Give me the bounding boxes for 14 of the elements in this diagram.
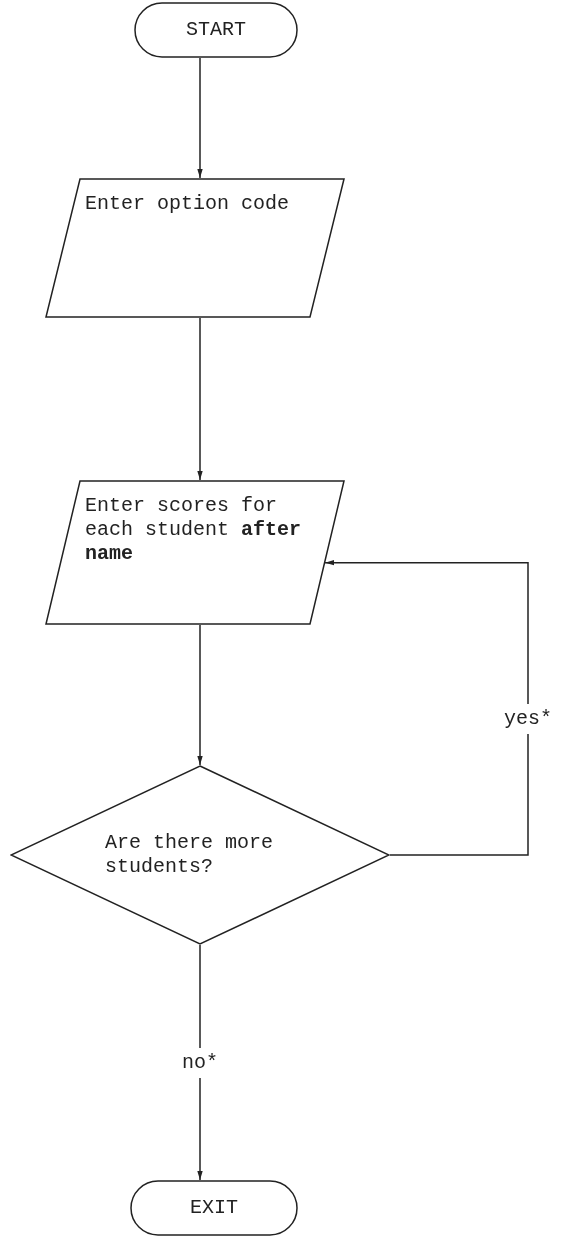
node-text: Enter option code — [85, 192, 290, 216]
arrow — [324, 559, 529, 856]
terminal-box — [134, 2, 298, 58]
arrow — [197, 57, 203, 179]
input-parallelogram — [45, 178, 345, 318]
input-parallelogram — [45, 480, 345, 625]
arrow — [197, 317, 203, 481]
terminal-box — [130, 1180, 298, 1236]
node-text: Enter scores for each student after name — [85, 494, 303, 566]
node-text: EXIT — [190, 1196, 238, 1220]
arrow — [197, 624, 203, 766]
node-text: Are there more students? — [105, 831, 275, 879]
decision-diamond — [10, 765, 390, 945]
node-text: START — [186, 18, 246, 42]
